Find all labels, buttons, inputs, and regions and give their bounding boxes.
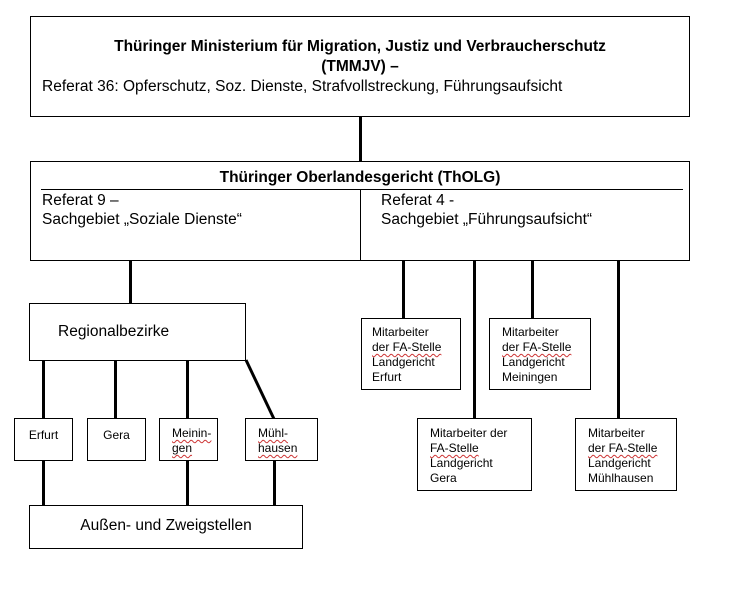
district-erfurt: Erfurt: [14, 418, 73, 461]
olg-divider: [360, 189, 361, 261]
connector-regional-erfurt: [42, 360, 45, 419]
fa-line: Gera: [430, 471, 457, 485]
fa-text: der FA-Stelle: [588, 441, 658, 455]
fa-text: der FA-Stelle: [502, 340, 572, 354]
fa-line: Mitarbeiter der: [430, 426, 508, 440]
fa-line: der FA-Stelle: [588, 441, 657, 456]
fa-line: Mitarbeiter: [372, 325, 429, 339]
connector-regional-meiningen: [186, 360, 189, 419]
ministry-box: Thüringer Ministerium für Migration, Jus…: [30, 16, 690, 117]
fa-line: Landgericht: [502, 355, 565, 369]
connector-ministry-olg: [359, 116, 362, 162]
olg-box: Thüringer Oberlandesgericht (ThOLG) Refe…: [30, 161, 690, 261]
connector-olg-fa-erfurt: [402, 260, 405, 319]
district-label: Mühl-: [258, 426, 289, 440]
olg-left-line1: Referat 9 –: [42, 192, 119, 209]
fa-line: Mitarbeiter: [502, 325, 559, 339]
ministry-title-line2: (TMMJV) –: [321, 58, 399, 75]
olg-title-text: Thüringer Oberlandesgericht (ThOLG): [219, 169, 501, 186]
fa-line: Landgericht: [588, 456, 651, 470]
fa-stelle-muehlhausen: Mitarbeiter der FA-Stelle Landgericht Mü…: [575, 418, 677, 491]
fa-line: Mühlhausen: [588, 471, 654, 485]
fa-text: FA-Stelle: [430, 441, 479, 455]
district-label-line2: gen: [172, 441, 193, 455]
district-gera: Gera: [87, 418, 146, 461]
connector-olg-fa-meiningen: [531, 260, 534, 319]
regional-title: Regionalbezirke: [58, 323, 170, 340]
fa-stelle-erfurt: Mitarbeiter der FA-Stelle Landgericht Er…: [361, 318, 461, 390]
district-label-line2: hausen: [258, 441, 298, 455]
fa-line: der FA-Stelle: [502, 340, 571, 355]
connector-olg-fa-gera: [473, 260, 476, 419]
connector-muehlhausen-branches: [273, 460, 276, 506]
fa-stelle-gera: Mitarbeiter der FA-Stelle Landgericht Ge…: [417, 418, 532, 491]
fa-line: Erfurt: [372, 370, 402, 384]
district-label: Erfurt: [28, 428, 59, 442]
ministry-title-line1: Thüringer Ministerium für Migration, Jus…: [114, 38, 606, 55]
fa-line: Landgericht: [372, 355, 435, 369]
ministry-subtitle: Referat 36: Opferschutz, Soz. Dienste, S…: [42, 78, 563, 95]
olg-title: Thüringer Oberlandesgericht (ThOLG): [31, 169, 689, 187]
connector-erfurt-branches: [42, 460, 45, 506]
olg-right-line2: Sachgebiet „Führungsaufsicht“: [381, 211, 593, 228]
branches-label: Außen- und Zweigstellen: [80, 517, 252, 534]
regional-box: Regionalbezirke: [29, 303, 246, 361]
fa-line: Mitarbeiter: [588, 426, 645, 440]
fa-line: der FA-Stelle: [372, 340, 441, 355]
fa-stelle-meiningen: Mitarbeiter der FA-Stelle Landgericht Me…: [489, 318, 591, 390]
district-label: Gera: [103, 428, 130, 442]
branches-box: Außen- und Zweigstellen: [29, 505, 303, 549]
olg-left-line2: Sachgebiet „Soziale Dienste“: [42, 211, 242, 228]
district-muehlhausen: Mühl- hausen: [245, 418, 318, 461]
district-label: Meinin-: [172, 426, 212, 440]
fa-line: FA-Stelle: [430, 441, 479, 456]
olg-title-underline: [41, 189, 683, 190]
district-meiningen: Meinin- gen: [159, 418, 218, 461]
connector-olg-fa-muehlhausen: [617, 260, 620, 419]
fa-text: der FA-Stelle: [372, 340, 442, 354]
connector-regional-gera: [114, 360, 117, 419]
fa-line: Landgericht: [430, 456, 493, 470]
olg-right-line1: Referat 4 -: [381, 192, 455, 209]
connector-olg-regional: [129, 260, 132, 304]
connector-meiningen-branches: [186, 460, 189, 506]
fa-line: Meiningen: [502, 370, 558, 384]
